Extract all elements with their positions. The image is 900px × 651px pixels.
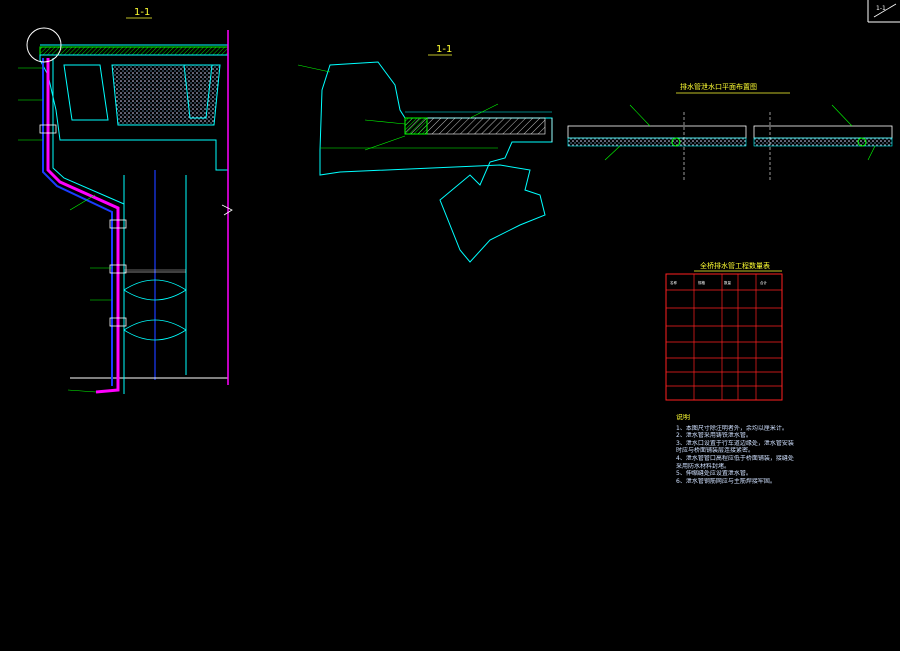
notes-line: 2、泄水管采用铸铁泄水管。 (676, 432, 752, 440)
notes-line: 时应与桥面铺装层连接紧密。 (676, 447, 755, 455)
section-b-curb: 1-1 (297, 44, 553, 263)
section-a-box-girder: 1-1 (18, 7, 233, 394)
grate-plan-detail: 泄水口栅板大样图 (133, 4, 266, 23)
grate-plan-title: 泄水口栅板大样图 (133, 4, 262, 23)
quantity-table: 全桥排水管工程数量表 名称 规格 数量 合计 (665, 261, 783, 401)
notes-title: 说明 (676, 414, 690, 421)
mesh-small-detail: 泄水口钢筋网示意 (562, 4, 690, 23)
small-grate-detail: 泄水管大样图 (351, 4, 452, 23)
grate-mouth-title: 泄水口大样 (48, 4, 129, 23)
mesh-detail: CJ0111钢筋网 (452, 4, 562, 23)
plan-title: 排水管泄水口平面布置图 (680, 82, 757, 91)
svg-text:规格: 规格 (698, 280, 706, 285)
notes-line: 采用防水材料封堵。 (676, 462, 731, 470)
design-notes: 说明 1、本图尺寸除注明者外，余均以厘米计。 2、泄水管采用铸铁泄水管。 3、泄… (676, 414, 826, 485)
section-c-title: 大样A (0, 4, 43, 23)
svg-text:名称: 名称 (670, 280, 678, 285)
svg-text:数量: 数量 (724, 280, 732, 285)
pipe-detail-title: 泄水管大样 (266, 4, 347, 23)
grate-mouth-detail: 泄水口大样 (48, 4, 133, 23)
notes-line: 5、伸缩缝处应设置泄水管。 (676, 470, 752, 478)
section-a-title: 1-1 (134, 7, 150, 18)
notes-line: 3、泄水口设置于行车道边缘处，泄水管安装 (676, 439, 794, 447)
mesh-small-title: 泄水口钢筋网示意 (562, 4, 691, 23)
notes-line: 1、本图尺寸除注明者外，余均以厘米计。 (676, 424, 788, 432)
title-frame: 1-1 (867, 0, 900, 23)
plan-drain-outlets: 排水管泄水口平面布置图 (567, 82, 893, 182)
table-title: 全桥排水管工程数量表 (700, 261, 770, 270)
corner-mark: 1-1 (876, 5, 886, 12)
section-b-title: 1-1 (436, 44, 452, 55)
section-c-detail: 大样A (0, 4, 48, 23)
mesh-title: CJ0111钢筋网 (452, 4, 558, 23)
svg-text:合计: 合计 (760, 280, 768, 285)
notes-line: 6、泄水管钢筋网应与主筋焊接牢固。 (676, 477, 776, 485)
small-grate-title: 泄水管大样图 (351, 4, 448, 23)
pipe-detail: 泄水管大样 (266, 4, 351, 23)
notes-line: 4、泄水管管口高程应低于桥面铺装，接缝处 (676, 454, 794, 462)
